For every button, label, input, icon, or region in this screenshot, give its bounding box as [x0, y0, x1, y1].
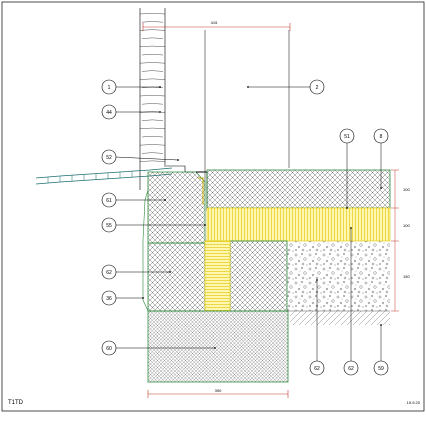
- dimension-top: 415: [142, 20, 291, 31]
- brick-course: [139, 160, 166, 162]
- callout-59: 59: [373, 360, 389, 376]
- callout-44: 44: [101, 104, 117, 120]
- callout-60: 60: [101, 340, 117, 356]
- svg-text:62: 62: [314, 366, 320, 372]
- floor-screed: [206, 169, 391, 209]
- brick-wall: [139, 8, 166, 190]
- brick-course: [141, 70, 164, 72]
- floor-insulation: [206, 207, 391, 242]
- brick-course: [139, 29, 166, 31]
- brick-course: [139, 13, 166, 15]
- dimension-right: 100 100 150: [391, 169, 410, 312]
- dimension-top-label: 415: [211, 20, 218, 25]
- brick-course: [139, 62, 166, 64]
- brick-course: [141, 103, 164, 105]
- concrete-block-middle: [147, 240, 288, 312]
- callout-36: 36: [101, 290, 117, 306]
- svg-text:2: 2: [316, 85, 319, 91]
- svg-text:55: 55: [106, 223, 112, 229]
- callout-51-top: 51: [339, 128, 355, 144]
- callout-2: 2: [309, 79, 325, 95]
- hardcore-gravel: [287, 241, 390, 312]
- callout-8: 8: [373, 128, 389, 144]
- brick-course: [141, 21, 164, 23]
- inner-leaf: [204, 30, 290, 190]
- brick-course: [139, 95, 166, 97]
- drawing-code: T1TD: [8, 400, 24, 406]
- dimension-bottom-label: 390: [215, 388, 222, 393]
- svg-text:36: 36: [106, 296, 112, 302]
- vertical-insulation: [204, 240, 231, 312]
- brick-course: [139, 45, 166, 47]
- callout-55: 55: [101, 217, 117, 233]
- svg-text:62: 62: [106, 270, 112, 276]
- svg-text:51: 51: [344, 134, 350, 140]
- brick-course: [141, 54, 164, 56]
- flashing: [164, 165, 195, 173]
- brick-course: [139, 78, 166, 80]
- svg-text:59: 59: [378, 366, 384, 372]
- brick-course: [141, 152, 164, 154]
- svg-text:8: 8: [380, 134, 383, 140]
- callout-61: 61: [101, 192, 117, 208]
- dim-100-b: 100: [403, 223, 410, 228]
- foundation: [147, 310, 289, 383]
- svg-text:61: 61: [106, 198, 112, 204]
- callout-1: 1: [101, 79, 117, 95]
- svg-text:60: 60: [106, 346, 112, 352]
- svg-text:44: 44: [106, 110, 112, 116]
- sheet-frame: [1, 1, 425, 412]
- dim-150: 150: [403, 274, 410, 279]
- brick-course: [141, 136, 164, 138]
- dim-100-a: 100: [403, 187, 410, 192]
- external-render: [142, 189, 149, 312]
- sheet-reference: 15.9.20: [407, 400, 421, 405]
- callout-52: 52: [101, 149, 117, 165]
- svg-text:52: 52: [106, 155, 112, 161]
- gutter: [35, 167, 173, 185]
- brick-course: [139, 127, 166, 129]
- ground-hatch: [290, 311, 390, 325]
- brick-course: [141, 37, 164, 39]
- svg-text:62: 62: [348, 366, 354, 372]
- callout-62-left: 62: [101, 264, 117, 280]
- dimension-bottom: 390: [147, 388, 289, 398]
- callout-62-bottom-a: 62: [309, 360, 325, 376]
- brick-course: [141, 119, 164, 121]
- brick-course: [139, 144, 166, 146]
- concrete-block-upper: [147, 171, 206, 244]
- callout-62-bottom-b: 62: [343, 360, 359, 376]
- svg-text:1: 1: [108, 85, 111, 91]
- upstand-insulation: [198, 177, 204, 205]
